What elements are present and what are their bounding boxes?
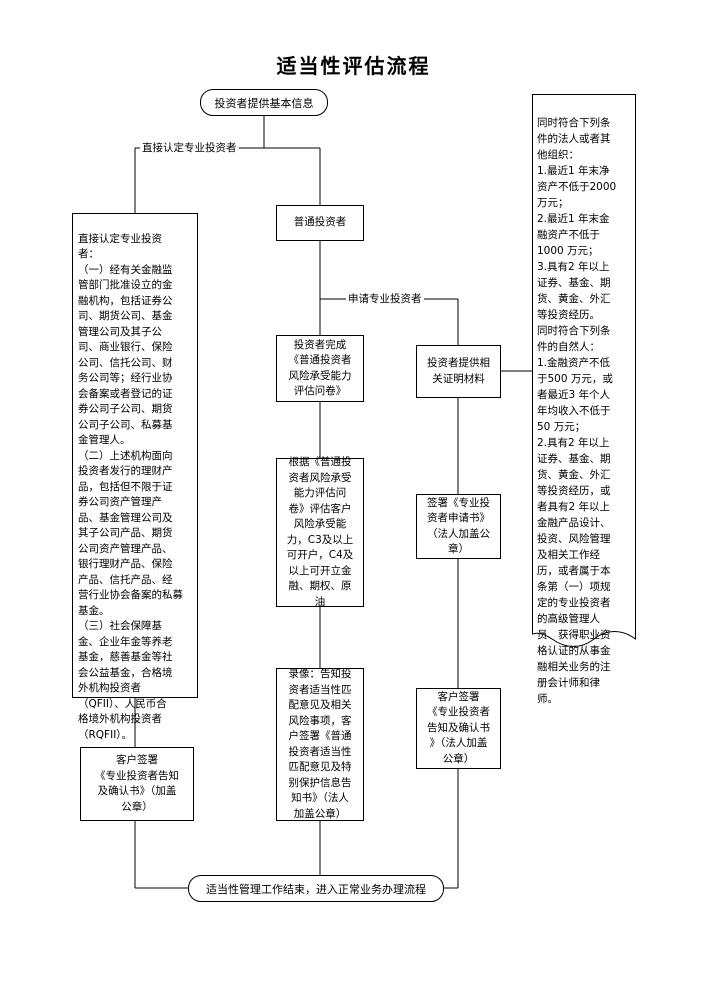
apply-branch-label: 申请专业投资者 — [346, 291, 424, 306]
questionnaire-text: 投资者完成 《普通投资者 风险承受能力 评估问卷》 — [288, 338, 352, 398]
direct-sign-text: 客户签署 《专业投资者告知 及确认书》（加盖 公章） — [95, 754, 179, 813]
ordinary-investor-text: 普通投资者 — [293, 216, 347, 229]
direct-criteria-text: 直接认定专业投资 者： （一）经有关金融监 管部门批准设立的金 融机构，包括证券… — [78, 232, 183, 741]
page-title: 适当性评估流程 — [276, 54, 431, 78]
conditions-note: 同时符合下列条 件的法人或者其 他组织： 1.最近1 年末净 资产不低于2000… — [533, 97, 635, 705]
end-label: 适当性管理工作结束，进入正常业务办理流程 — [206, 882, 426, 896]
start-label: 投资者提供基本信息 — [214, 96, 314, 110]
direct-sign-box: 客户签署 《专业投资者告知 及确认书》（加盖 公章） — [80, 747, 194, 821]
rating-box: 根据《普通投 资者风险承受 能力评估问 卷》评估客户 风险承受能 力，C3及以上… — [276, 456, 364, 608]
start-node: 投资者提供基本信息 — [200, 89, 328, 116]
questionnaire-box: 投资者完成 《普通投资者 风险承受能力 评估问卷》 — [276, 335, 364, 402]
pro-sign-text: 客户签署 《专业投资者 告知及确认书 》（法人加盖 公章） — [427, 690, 490, 765]
direct-criteria-box: 直接认定专业投资 者： （一）经有关金融监 管部门批准设立的金 融机构，包括证券… — [72, 213, 198, 741]
proof-box: 投资者提供相 关证明材料 — [416, 345, 501, 398]
conditions-text: 同时符合下列条 件的法人或者其 他组织： 1.最近1 年末净 资产不低于2000… — [537, 117, 617, 705]
rating-text: 根据《普通投 资者风险承受 能力评估问 卷》评估客户 风险承受能 力，C3及以上… — [286, 456, 354, 608]
conditions-note-shape — [532, 94, 636, 647]
recording-text: 录像：告知投 资者适当性匹 配意见及相关 风险事项，客 户签署《普通 投资者适当… — [288, 668, 352, 820]
ordinary-investor-box: 普通投资者 — [276, 205, 364, 241]
end-node: 适当性管理工作结束，进入正常业务办理流程 — [188, 875, 444, 902]
pro-sign-box: 客户签署 《专业投资者 告知及确认书 》（法人加盖 公章） — [416, 688, 501, 769]
apply-sign-text: 签署《专业投 资者申请书》 （法人加盖公 章） — [427, 496, 490, 556]
recording-box: 录像：告知投 资者适当性匹 配意见及相关 风险事项，客 户签署《普通 投资者适当… — [276, 668, 364, 821]
apply-sign-box: 签署《专业投 资者申请书》 （法人加盖公 章） — [416, 494, 501, 559]
direct-branch-label: 直接认定专业投资者 — [140, 140, 239, 155]
proof-text: 投资者提供相 关证明材料 — [427, 357, 490, 385]
